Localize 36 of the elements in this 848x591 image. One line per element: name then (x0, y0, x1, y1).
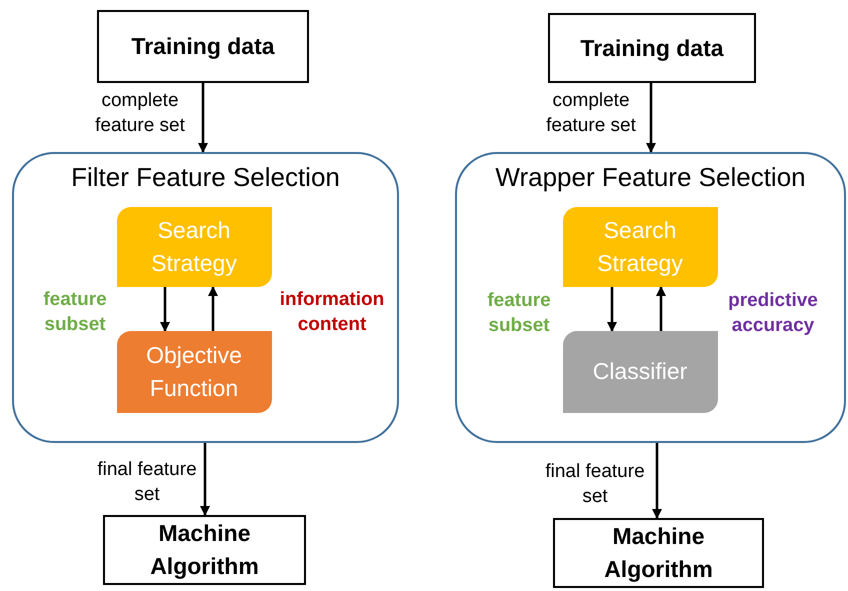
process-box (116, 330, 272, 412)
node-label: Machine Algorithm (149, 519, 260, 581)
group-container (12, 152, 399, 443)
annotation-label: information content (278, 288, 386, 337)
process-box (562, 330, 718, 412)
node-label: Search Strategy (150, 216, 238, 278)
arrow (656, 286, 666, 331)
terminal-box (103, 515, 306, 585)
annotation-label: feature subset (42, 288, 108, 337)
edge-label: complete feature set (545, 89, 637, 138)
node-label: Search Strategy (596, 216, 684, 278)
node-label: Machine Algorithm (603, 522, 714, 584)
terminal-box (97, 10, 309, 83)
edge-label: complete feature set (94, 89, 186, 138)
arrow (198, 83, 208, 153)
edge-label: final feature set (96, 458, 198, 507)
terminal-box (553, 518, 764, 588)
arrow (160, 287, 170, 332)
process-box (562, 206, 718, 286)
arrow (652, 443, 662, 519)
node-label: Classifier (592, 357, 688, 386)
annotation-label: predictive accuracy (727, 289, 819, 338)
terminal-box (548, 13, 756, 83)
arrow (200, 443, 210, 516)
edge-label: final feature set (544, 460, 646, 509)
node-label: Objective Function (145, 340, 243, 402)
arrow (646, 83, 656, 153)
group-container (455, 152, 846, 443)
arrow (607, 287, 617, 332)
node-label: Training data (130, 32, 276, 61)
node-label: Training data (579, 34, 725, 63)
process-box (116, 206, 272, 286)
annotation-label: feature subset (486, 289, 552, 338)
group-title: Filter Feature Selection (70, 161, 341, 193)
group-title: Wrapper Feature Selection (494, 161, 807, 193)
arrow (208, 286, 218, 331)
